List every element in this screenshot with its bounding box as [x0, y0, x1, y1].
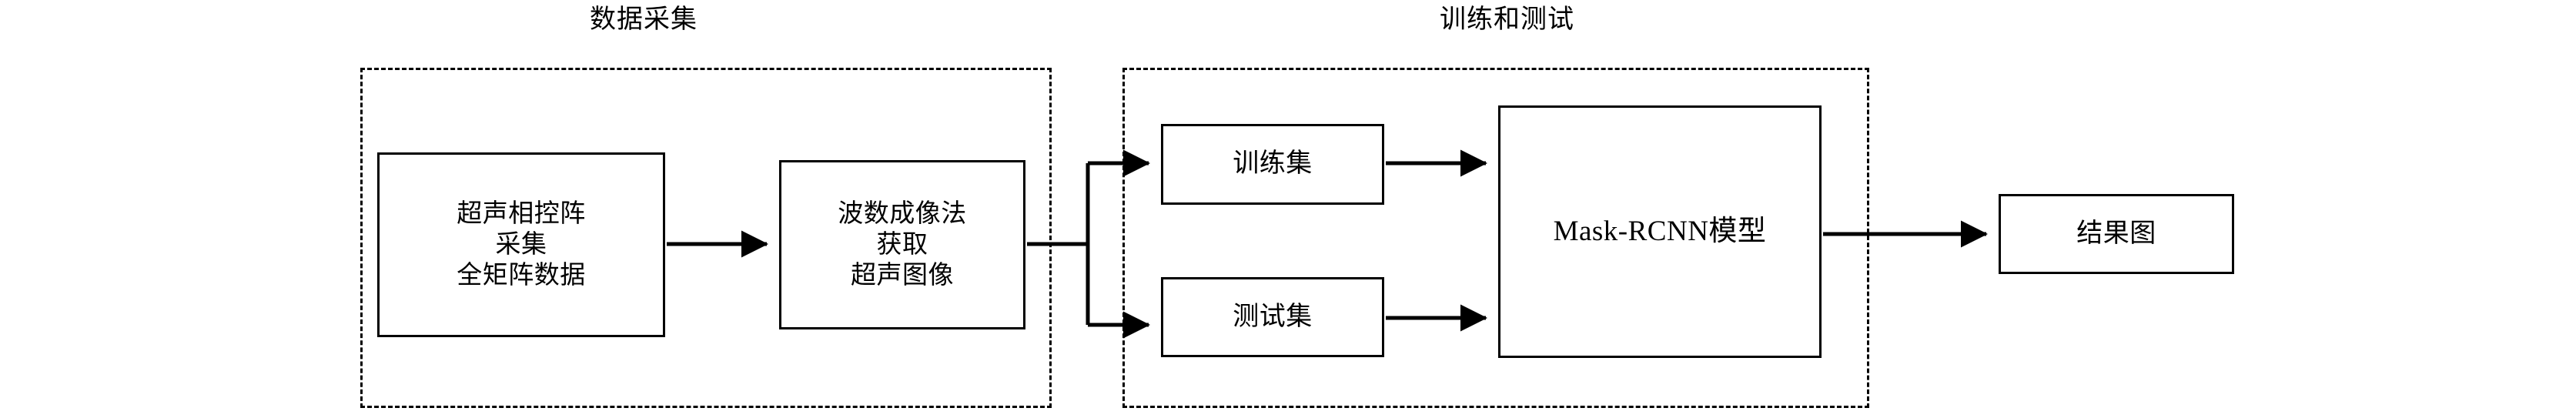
node-mask-rcnn-model[interactable]: Mask-RCNN模型	[1498, 105, 1822, 358]
group-panel-data-acquisition	[360, 68, 1052, 408]
group-panel-training-and-testing	[1122, 68, 1869, 408]
group-title-training-and-testing: 训练和测试	[1440, 5, 1574, 34]
node-training-set[interactable]: 训练集	[1161, 124, 1384, 205]
group-title-data-acquisition: 数据采集	[590, 5, 698, 34]
node-fmc-acquisition[interactable]: 超声相控阵 采集 全矩阵数据	[377, 152, 665, 337]
node-test-set[interactable]: 测试集	[1161, 277, 1384, 357]
node-wavenumber-imaging[interactable]: 波数成像法 获取 超声图像	[779, 160, 1025, 329]
node-result-image[interactable]: 结果图	[1999, 194, 2234, 274]
